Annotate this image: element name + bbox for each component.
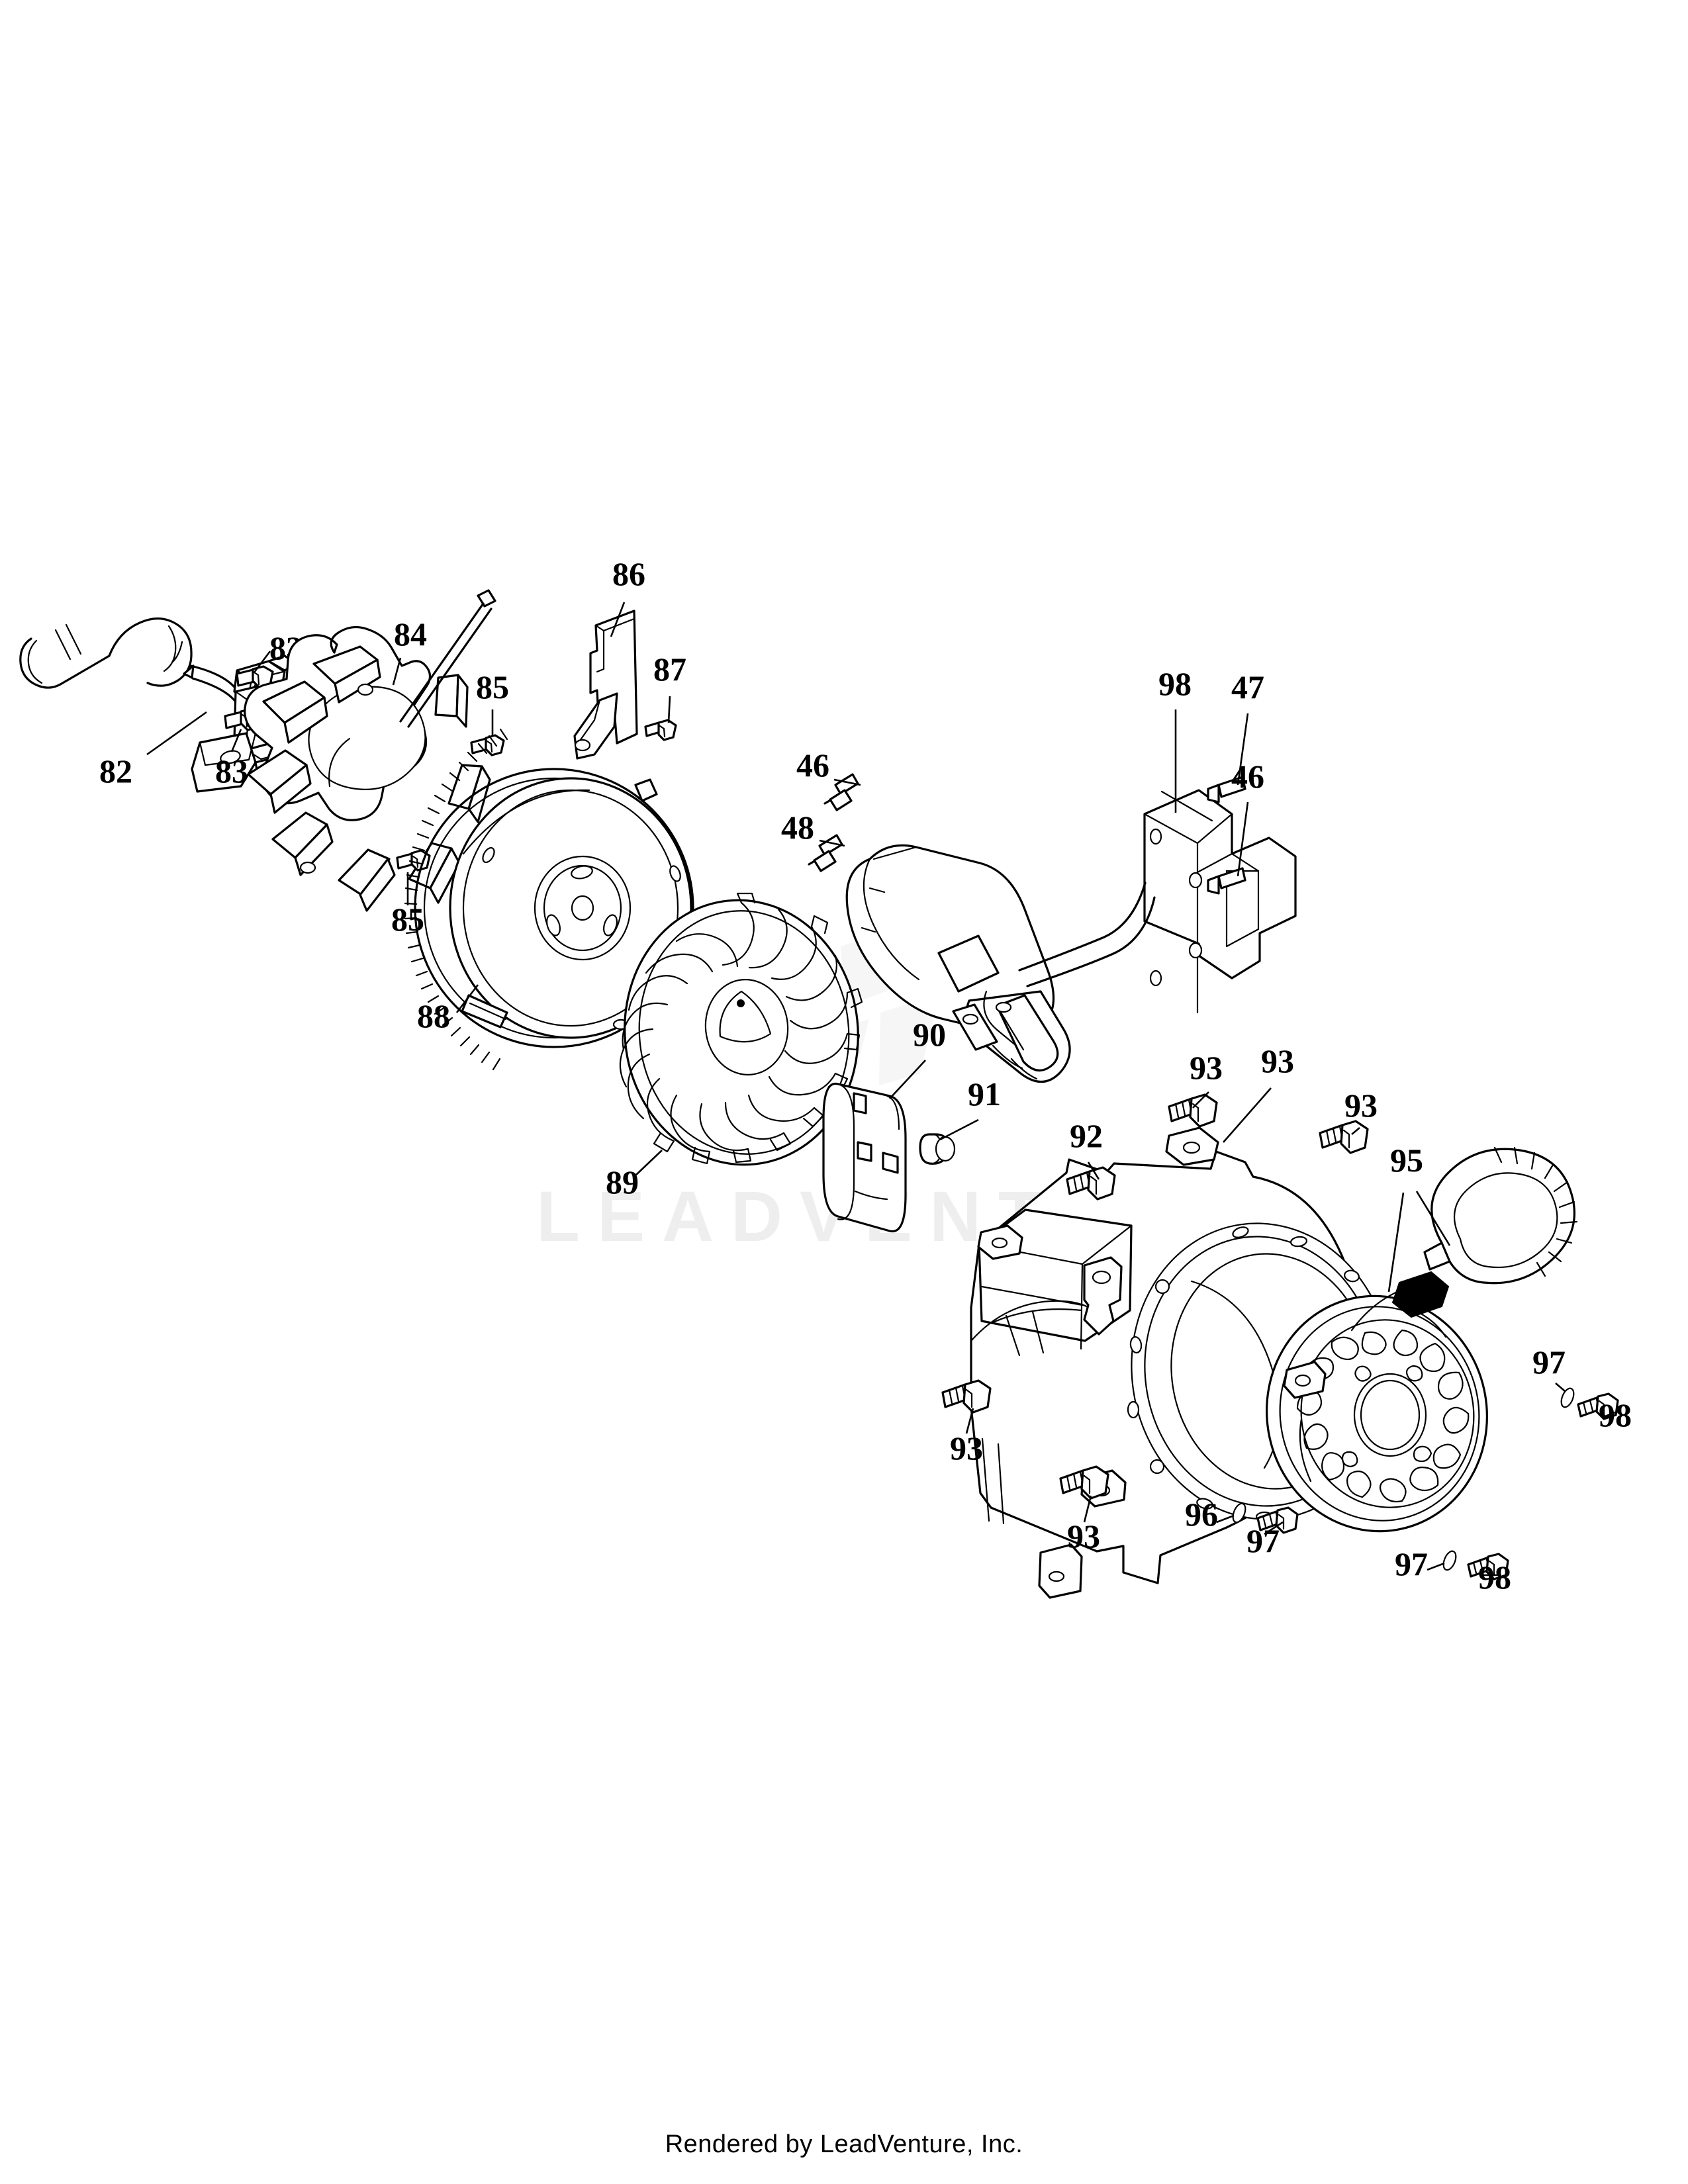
part-flange-bolt-93a — [1168, 1093, 1218, 1128]
part-bracket-screw-86 — [644, 719, 677, 741]
part-flange-bolt-93d — [1059, 1465, 1109, 1500]
callout-number-84: 84 — [394, 615, 427, 653]
callout-91: 91 — [939, 1075, 1001, 1141]
callout-90: 90 — [889, 1016, 946, 1099]
callout-number-97b: 97 — [1532, 1343, 1566, 1381]
callout-86: 87 — [653, 651, 686, 723]
callout-number-98a: 97 — [1246, 1522, 1280, 1559]
callout-number-46b: 46 — [1231, 758, 1264, 795]
callout-96: 95 — [1387, 1142, 1451, 1293]
callout-48a: 46 — [796, 747, 861, 786]
callout-number-82: 82 — [99, 752, 132, 790]
callout-number-93b: 93 — [1344, 1087, 1378, 1124]
callout-number-97c: 97 — [1395, 1545, 1428, 1582]
part-wire-harness-bracket-87 — [573, 610, 638, 760]
callout-number-89: 89 — [606, 1163, 639, 1201]
part-starter-cup-90 — [822, 1082, 907, 1233]
callout-number-98b: 98 — [1599, 1396, 1632, 1433]
callout-92: 92 — [1070, 1117, 1103, 1180]
callout-97b: 97 — [1532, 1343, 1566, 1392]
callout-number-95: 93 — [1261, 1042, 1294, 1079]
part-starter-motor — [845, 844, 1156, 1083]
callout-89: 89 — [606, 1150, 663, 1201]
callout-48b: 48 — [781, 809, 845, 847]
part-starter-motor-bolt-48b — [808, 834, 843, 872]
part-flywheel-nut-91 — [919, 1133, 956, 1165]
part-blower-housing-bolt-92 — [1066, 1166, 1116, 1201]
callout-number-96: 95 — [1390, 1142, 1423, 1179]
callout-46a: 47 — [1231, 668, 1264, 786]
part-recoil-starter-96 — [1266, 1146, 1578, 1533]
callout-82: 82 — [99, 711, 207, 790]
callout-93b: 93 — [1344, 1087, 1378, 1135]
callout-93a: 93 — [1190, 1049, 1223, 1109]
callout-95: 93 — [1223, 1042, 1294, 1143]
callout-number-46a: 47 — [1231, 668, 1264, 705]
part-recoil-washer-97c — [1442, 1550, 1457, 1571]
callout-97a: 96 — [1185, 1496, 1235, 1533]
callout-number-91: 91 — [968, 1075, 1001, 1113]
callout-number-86: 87 — [653, 651, 686, 688]
callout-number-97a: 96 — [1185, 1496, 1218, 1533]
callout-97c: 97 — [1395, 1545, 1445, 1582]
part-flange-bolt-93b — [1319, 1120, 1369, 1154]
callout-number-47: 98 — [1158, 665, 1192, 702]
part-flange-bolt-93c — [941, 1379, 992, 1414]
callout-number-88: 88 — [417, 997, 450, 1034]
callout-88: 88 — [417, 984, 479, 1034]
callout-83b: 83 — [215, 729, 248, 790]
footer-attribution: Rendered by LeadVenture, Inc. — [665, 2130, 1023, 2158]
callout-85a: 85 — [476, 668, 509, 736]
callout-number-85a: 85 — [476, 668, 509, 705]
callout-93c: 93 — [950, 1408, 983, 1467]
part-stator-screw-85a — [470, 734, 505, 756]
part-starter-motor-bolt-48a — [823, 773, 859, 811]
part-cooling-fan-89 — [619, 892, 863, 1166]
callout-number-85b: 85 — [391, 901, 424, 938]
part-starter-solenoid-47 — [1143, 789, 1297, 1014]
callout-98b: 98 — [1599, 1396, 1632, 1433]
callout-number-93d: 93 — [1067, 1518, 1100, 1555]
callout-number-90: 90 — [913, 1016, 946, 1053]
callout-number-48b: 48 — [781, 809, 814, 846]
callout-87: 86 — [610, 555, 645, 637]
part-recoil-washer-97a — [1232, 1502, 1246, 1524]
callout-98c: 98 — [1478, 1559, 1511, 1596]
callout-46b: 46 — [1231, 758, 1264, 877]
callout-number-87: 86 — [612, 555, 645, 592]
callout-number-98c: 98 — [1478, 1559, 1511, 1596]
callout-number-93a: 93 — [1190, 1049, 1223, 1086]
part-flywheel-88 — [404, 728, 694, 1071]
callout-47: 98 — [1158, 665, 1192, 813]
part-charging-coil-84 — [244, 589, 496, 912]
part-recoil-bolt-98a — [1256, 1506, 1299, 1534]
part-recoil-washer-97b — [1560, 1387, 1575, 1408]
callout-98a: 97 — [1246, 1521, 1284, 1559]
part-recoil-bolt-98c — [1467, 1553, 1509, 1580]
part-stator-screw-85b — [396, 849, 431, 872]
callout-84: 84 — [392, 615, 427, 686]
callout-93d: 93 — [1067, 1495, 1100, 1555]
callout-85b: 85 — [391, 872, 424, 938]
callout-number-92: 92 — [1070, 1117, 1103, 1154]
callout-number-93c: 93 — [950, 1430, 983, 1467]
callout-number-48a: 46 — [796, 747, 829, 784]
callout-number-83b: 83 — [215, 752, 248, 790]
